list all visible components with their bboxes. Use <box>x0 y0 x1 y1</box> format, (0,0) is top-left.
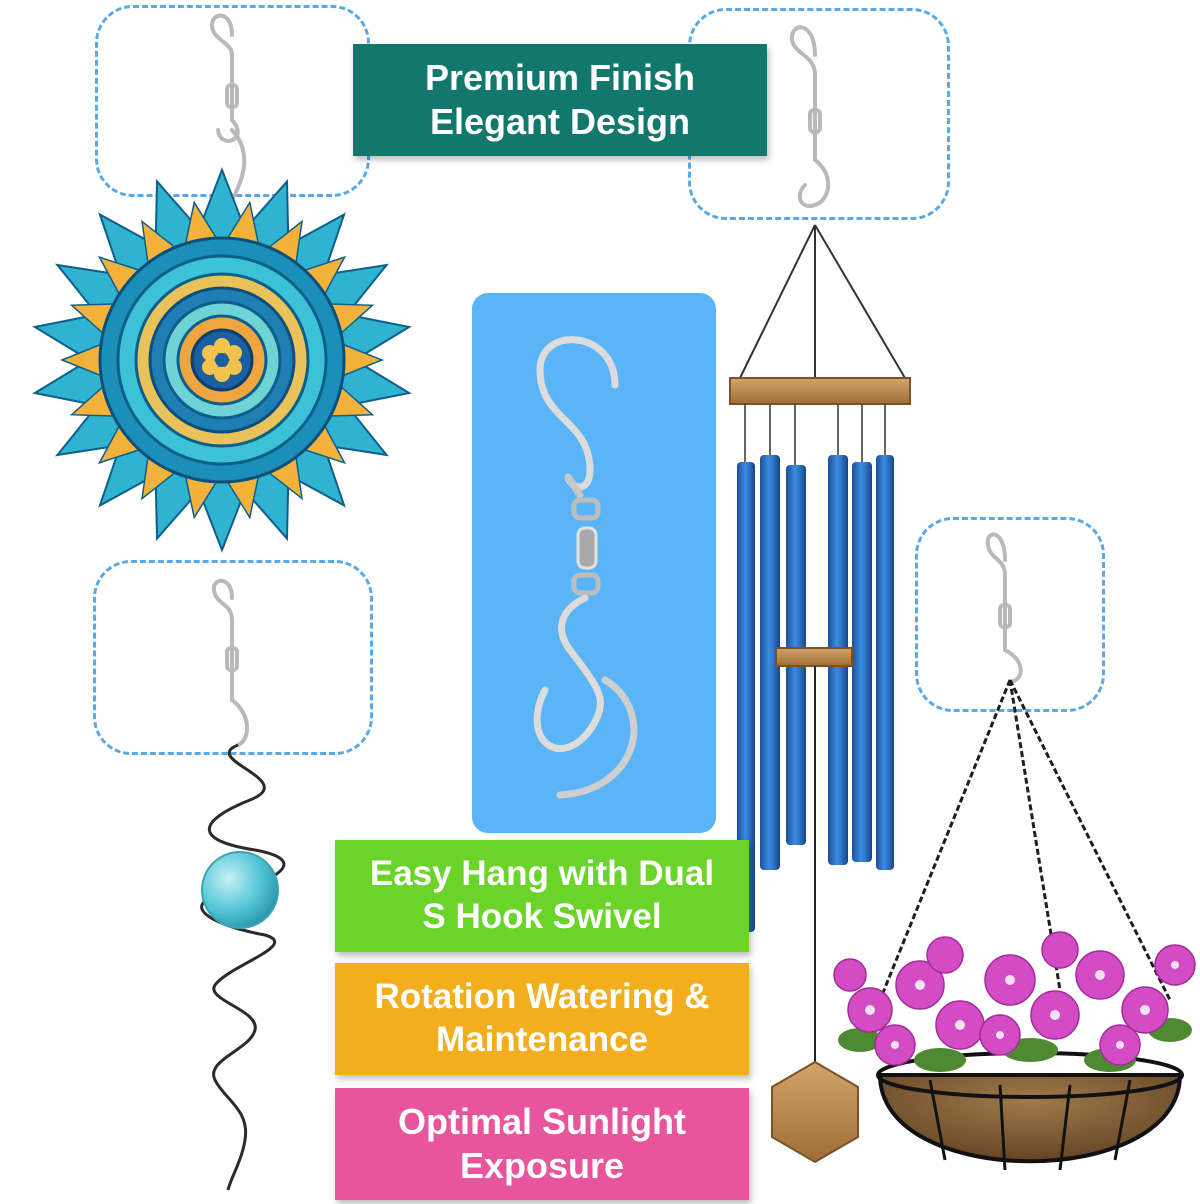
easy-hang-line-2: S Hook Swivel <box>422 897 662 936</box>
hook-icon <box>209 13 1023 747</box>
sunlight-line-2: Exposure <box>459 1145 625 1186</box>
s-hook-swivel-icon <box>533 336 638 799</box>
sunlight-line-1: Optimal Sunlight <box>398 1101 686 1143</box>
premium-finish-banner: Premium Finish Elegant Design <box>353 44 767 156</box>
rotation-banner: Rotation Watering & Maintenance <box>335 963 749 1075</box>
spiral-tail-icon <box>200 743 286 1191</box>
hanging-flower-basket-icon <box>833 679 1196 1171</box>
rotation-line-1: Rotation Watering & <box>374 977 710 1017</box>
dashed-frame-spiral <box>93 560 373 755</box>
premium-line-2: Elegant Design <box>429 101 691 142</box>
sunlight-banner: Optimal Sunlight Exposure <box>335 1088 749 1200</box>
easy-hang-line-1: Easy Hang with Dual <box>369 854 715 894</box>
premium-line-1: Premium Finish <box>424 57 696 99</box>
easy-hang-banner: Easy Hang with Dual S Hook Swivel <box>335 840 749 952</box>
wind-chime-icon <box>729 224 911 1164</box>
rotation-line-2: Maintenance <box>436 1020 648 1059</box>
dashed-frame-basket <box>915 517 1105 712</box>
mandala-wind-spinner-icon <box>32 167 412 553</box>
